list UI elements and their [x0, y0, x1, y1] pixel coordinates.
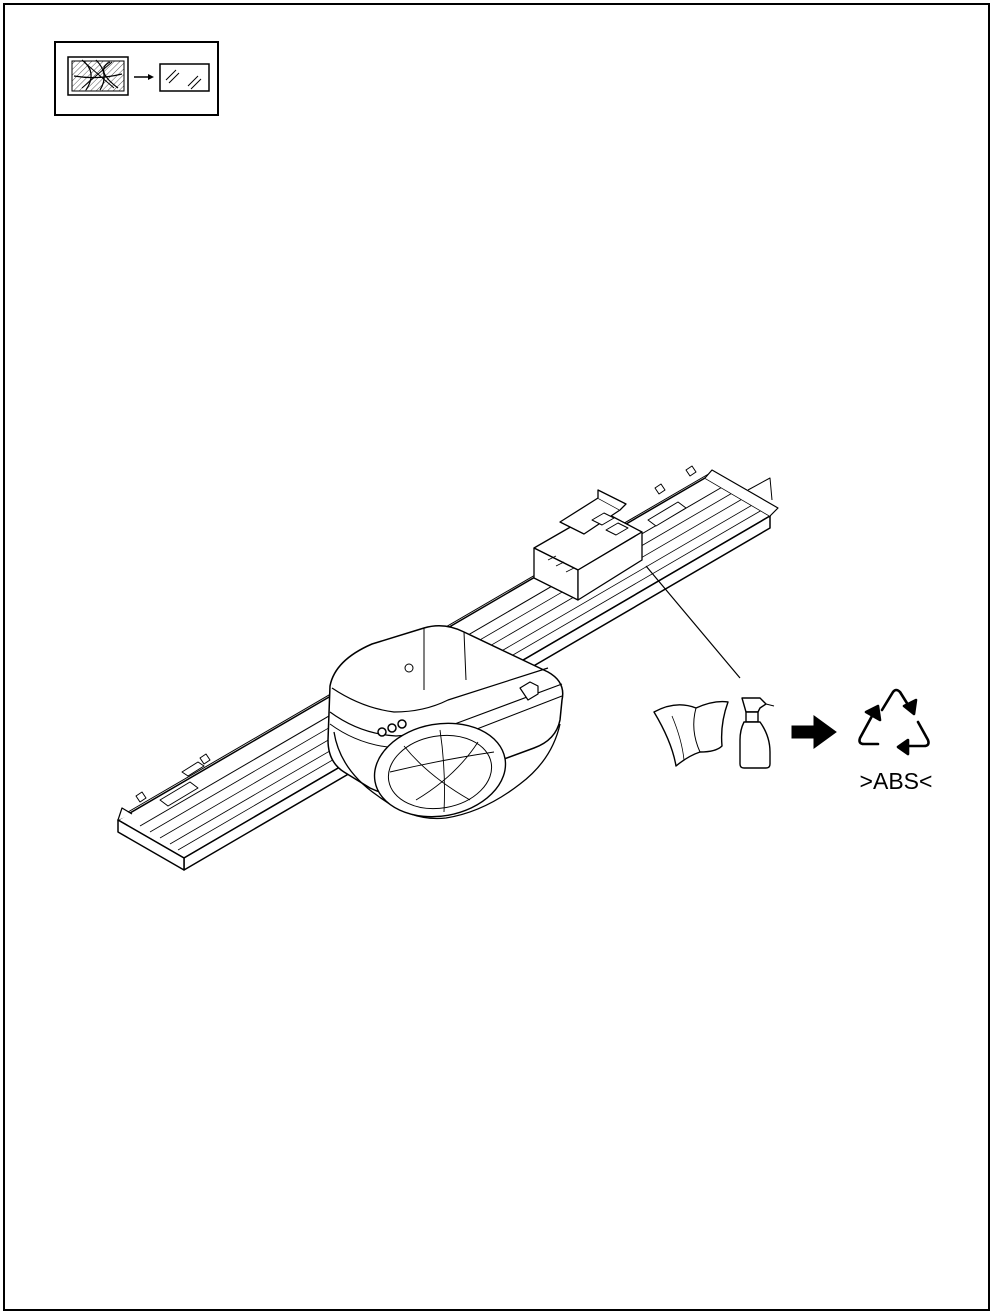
- page-frame: [3, 3, 990, 1311]
- track-adapter: [533, 489, 643, 601]
- material-code-label: >ABS<: [859, 768, 933, 794]
- cleaning-notice-icon: [54, 41, 219, 116]
- leader-line: [645, 565, 741, 679]
- presence-sensor: [327, 625, 564, 820]
- arrow-right-icon: [791, 715, 837, 749]
- cloth-icon: [653, 700, 729, 767]
- recycle-icon: [858, 688, 930, 756]
- spray-bottle-icon: [739, 697, 775, 769]
